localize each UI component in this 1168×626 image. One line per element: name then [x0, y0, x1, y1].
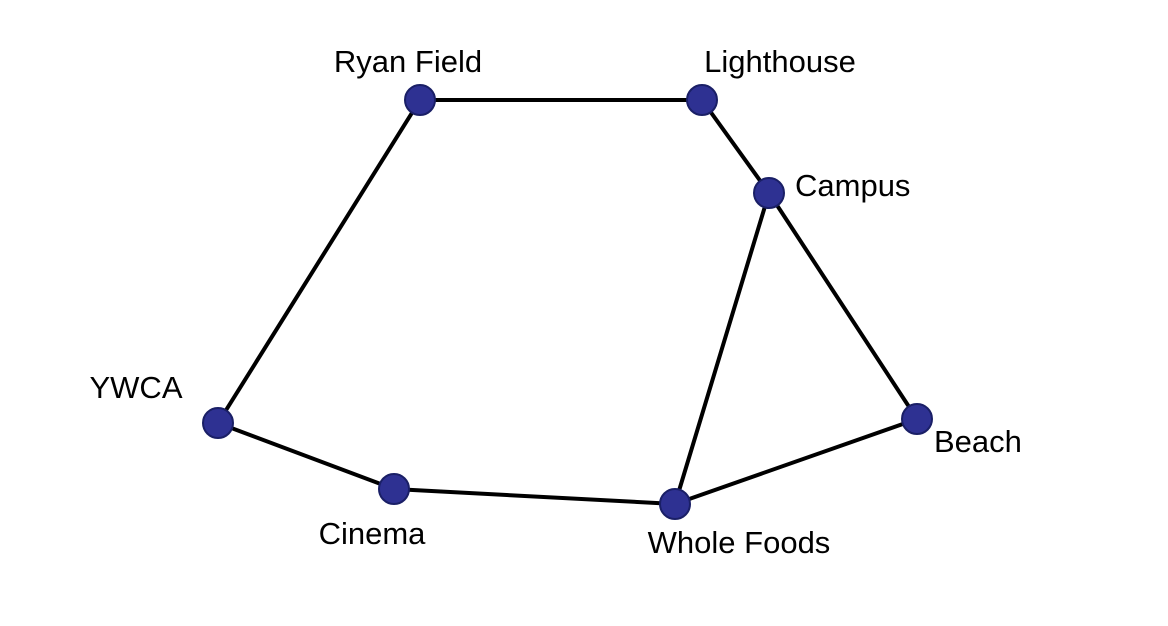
- node-label-cinema: Cinema: [319, 516, 427, 551]
- node-label-whole-foods: Whole Foods: [648, 525, 831, 560]
- node-beach: [901, 403, 933, 435]
- node-label-lighthouse: Lighthouse: [704, 44, 856, 79]
- edge-ywca-cinema: [216, 421, 396, 491]
- node-label-ywca: YWCA: [90, 370, 183, 405]
- edge-whole-foods-beach: [673, 417, 919, 506]
- node-campus: [753, 177, 785, 209]
- nodes-layer: [202, 84, 933, 520]
- node-lighthouse: [686, 84, 718, 116]
- edge-campus-beach: [767, 191, 919, 421]
- edges-layer: [216, 98, 919, 506]
- node-label-beach: Beach: [934, 424, 1022, 459]
- node-cinema: [378, 473, 410, 505]
- edge-ryan-field-ywca: [216, 98, 422, 425]
- edge-campus-whole-foods: [673, 191, 771, 506]
- edge-cinema-whole-foods: [392, 487, 677, 506]
- node-label-campus: Campus: [795, 168, 910, 203]
- node-whole-foods: [659, 488, 691, 520]
- edge-lighthouse-campus: [700, 98, 771, 195]
- node-ryan-field: [404, 84, 436, 116]
- node-ywca: [202, 407, 234, 439]
- node-label-ryan-field: Ryan Field: [334, 44, 482, 79]
